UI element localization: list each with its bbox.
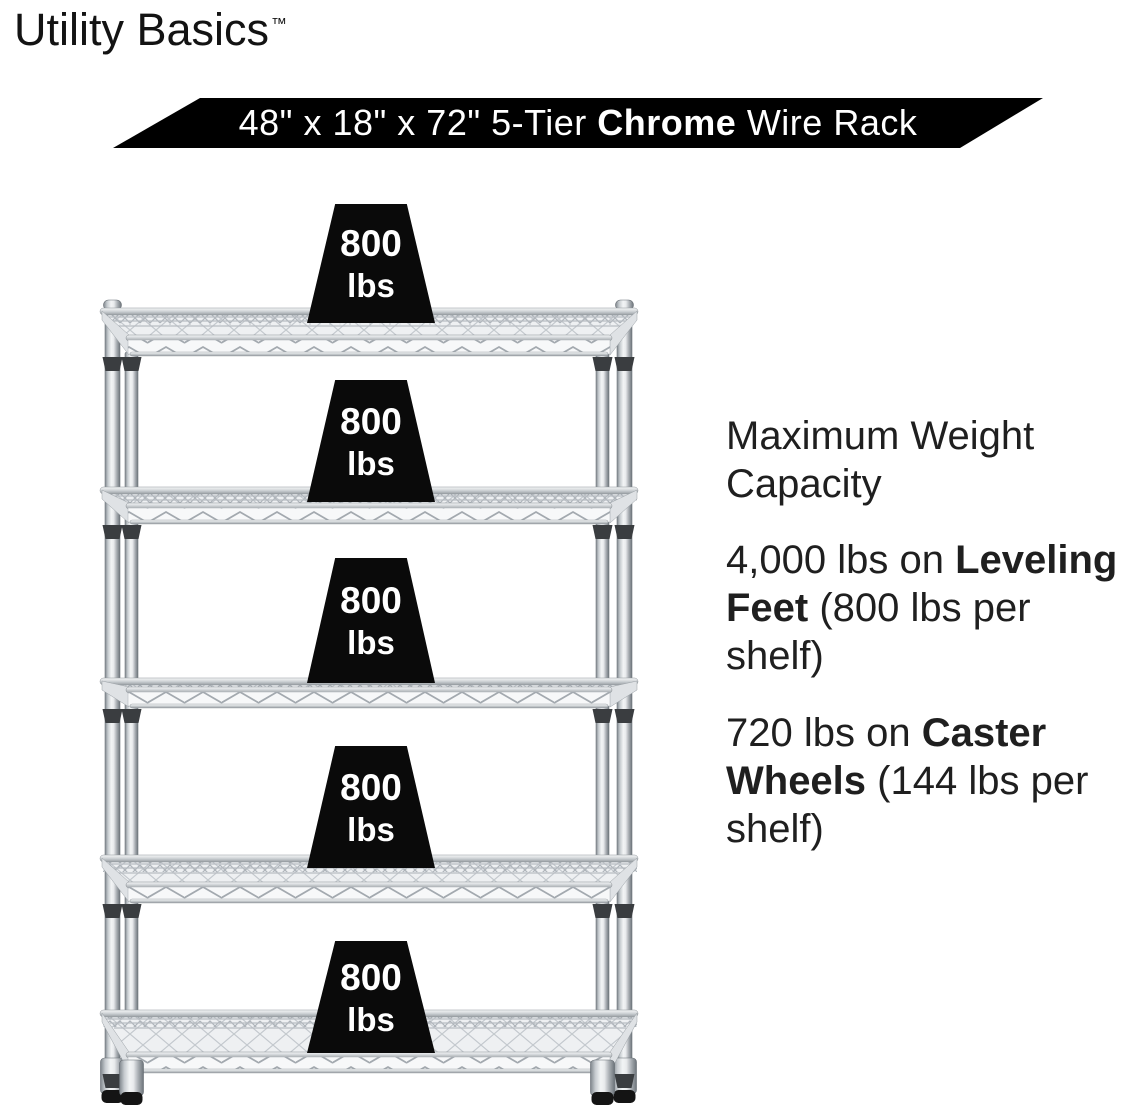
rack-shelf [99,307,639,371]
badge-weight-value: 800 [340,400,402,442]
badge-weight-unit: lbs [347,624,395,661]
rack-front-leveling-feet [119,1059,615,1105]
rack-shelf [99,854,639,918]
badge-weight-unit: lbs [347,267,395,304]
badge-weight-unit: lbs [347,1000,395,1038]
rack-shelf [99,677,639,723]
brand-name: Utility Basics [14,4,270,55]
badge-weight-unit: lbs [347,810,395,848]
badge-weight-unit: lbs [347,444,395,482]
banner-title: 48" x 18" x 72" 5-Tier Chrome Wire Rack [238,102,918,143]
badge-weight-value: 800 [340,766,402,808]
badge-weight-value: 800 [340,223,402,264]
badge-weight-value: 800 [340,956,402,998]
badge-weight-value: 800 [340,580,402,621]
trademark-symbol: ™ [271,16,288,33]
title-banner: 48" x 18" x 72" 5-Tier Chrome Wire Rack [113,98,1043,148]
